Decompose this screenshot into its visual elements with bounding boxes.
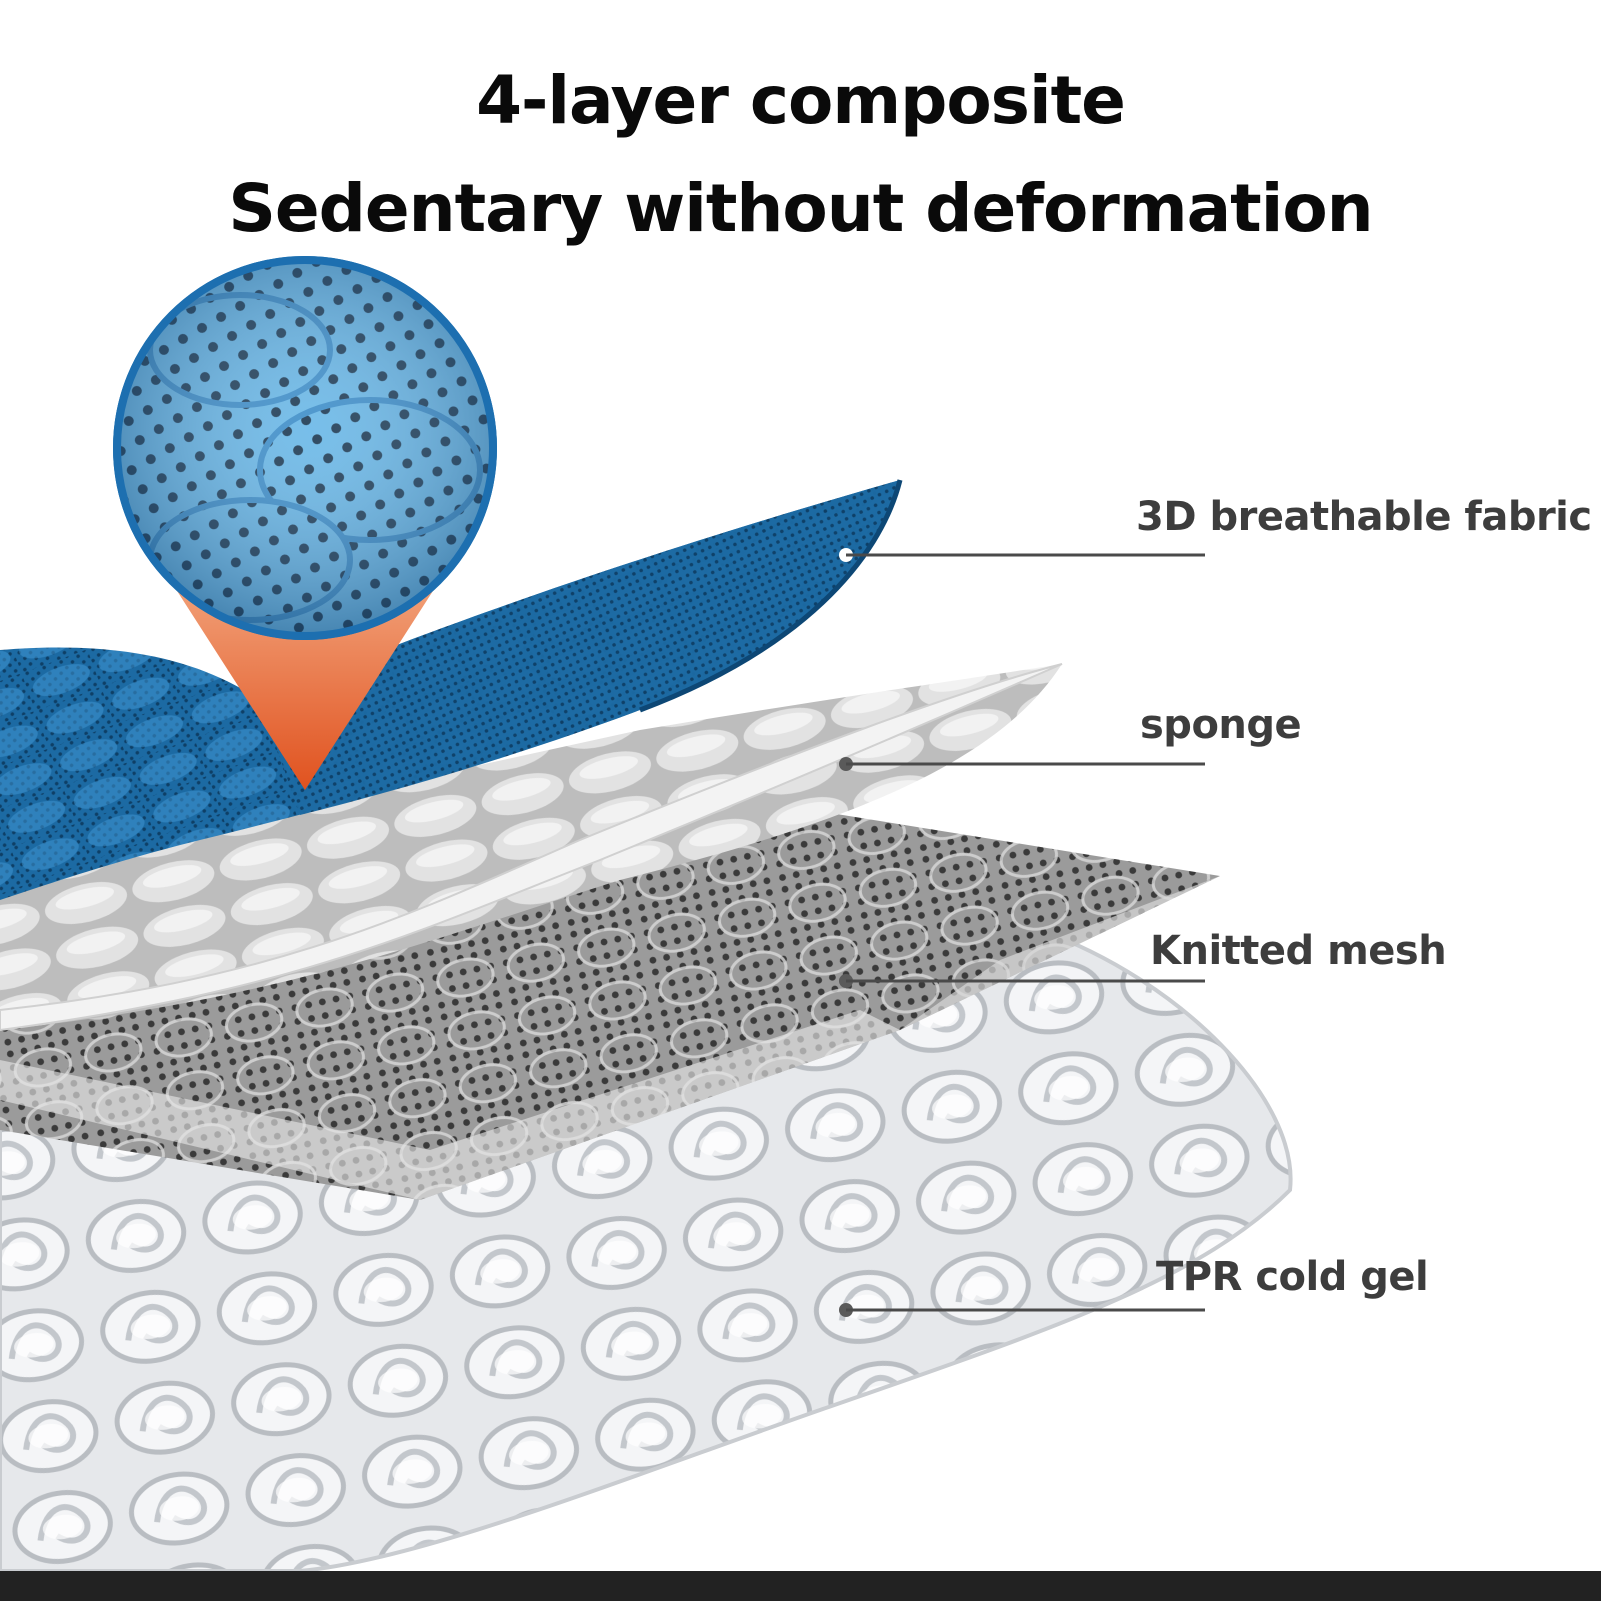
fabric-layer xyxy=(0,479,903,900)
label-sponge: sponge xyxy=(1140,702,1302,748)
zoom-pointer xyxy=(170,580,440,790)
label-knitted-mesh: Knitted mesh xyxy=(1150,928,1447,974)
leader-line-fabric xyxy=(839,548,1205,562)
sponge-layer xyxy=(0,663,1063,1032)
leader-line-gel xyxy=(839,1303,1205,1317)
headline-line-2: Sedentary without deformation xyxy=(228,170,1373,247)
headline-line-1: 4-layer composite xyxy=(476,62,1126,139)
leader-line-mesh xyxy=(839,974,1205,988)
label-3d-breathable-fabric: 3D breathable fabric xyxy=(1136,494,1592,540)
label-tpr-cold-gel: TPR cold gel xyxy=(1156,1254,1429,1300)
fabric-zoom-circle xyxy=(113,256,497,640)
bottom-bar xyxy=(0,1571,1601,1601)
leader-line-sponge xyxy=(839,757,1205,771)
knitted-mesh-layer xyxy=(0,800,1220,1200)
